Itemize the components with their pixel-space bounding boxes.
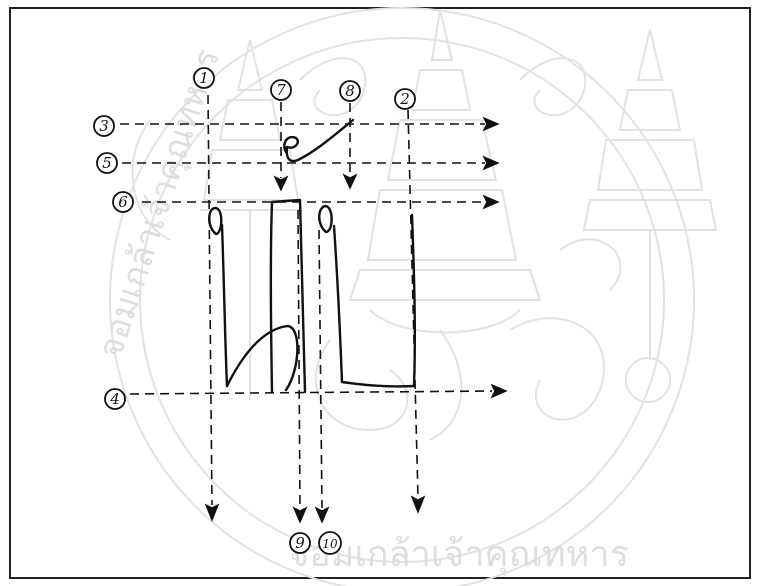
- svg-text:4: 4: [109, 390, 120, 408]
- badge-9: 9: [290, 533, 310, 553]
- badge-10: 10: [319, 532, 341, 554]
- badge-2: 2: [395, 89, 415, 109]
- guide-line-10: [319, 230, 322, 508]
- svg-text:8: 8: [345, 82, 355, 100]
- guide-line-9: [298, 210, 300, 508]
- svg-text:9: 9: [295, 534, 305, 552]
- badge-7: 7: [271, 80, 291, 100]
- svg-text:5: 5: [102, 154, 112, 172]
- guide-line-2: [408, 110, 418, 497]
- arch-stroke: [227, 326, 297, 390]
- badge-1: 1: [194, 68, 214, 88]
- badge-4: 4: [105, 389, 125, 409]
- right-loop-stroke: [319, 206, 331, 232]
- letter-strokes: [209, 120, 415, 392]
- top-hook-stroke: [284, 120, 353, 161]
- svg-text:2: 2: [399, 90, 410, 108]
- badge-6: 6: [113, 192, 133, 212]
- middle-bar-stroke: [271, 200, 305, 392]
- badge-3: 3: [94, 116, 114, 136]
- svg-text:3: 3: [99, 117, 109, 135]
- left-loop-stroke: [209, 208, 221, 234]
- svg-text:7: 7: [276, 81, 286, 99]
- svg-text:10: 10: [322, 537, 338, 551]
- left-stem-stroke: [222, 225, 227, 386]
- guide-line-4: [130, 391, 492, 394]
- svg-text:6: 6: [118, 193, 128, 211]
- svg-text:1: 1: [199, 69, 209, 87]
- watermark-lettering-left: จอมเกล้าเจ้าคุณทหาร: [91, 44, 229, 363]
- badge-5: 5: [97, 153, 117, 173]
- badge-8: 8: [340, 81, 360, 101]
